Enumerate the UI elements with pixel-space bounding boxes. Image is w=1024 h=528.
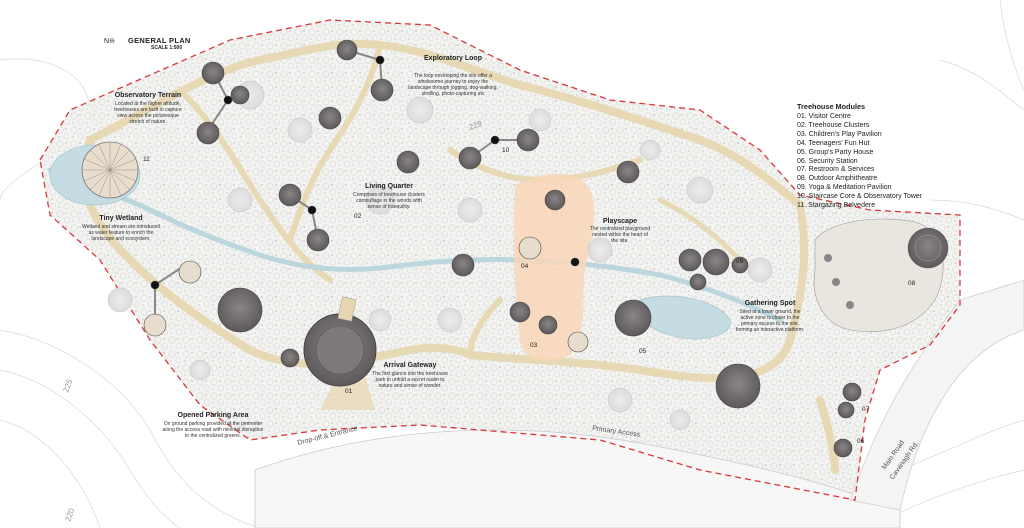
marker-11: 11 [143,156,150,163]
zone-observatory-terrain: Observatory Terrain Located at the highe… [114,92,182,125]
svg-text:as water feature to enrich the: as water feature to enrich the [89,230,154,236]
svg-text:Gathering Spot: Gathering Spot [745,300,796,307]
svg-text:On ground parking provided at: On ground parking provided at the perime… [164,421,263,427]
playscape-modules [451,189,589,353]
treehouse-cluster-top [336,39,394,102]
party-house [614,299,652,337]
plan-scale: SCALE 1:500 [151,45,183,51]
plan-title: GENERAL PLAN [128,36,191,45]
legend-item: 05. Group's Party House [797,148,874,156]
svg-text:the site.: the site. [611,238,629,244]
svg-text:Comprises of treehouse cluster: Comprises of treehouse clusters [353,192,425,198]
svg-text:sense of tranquility.: sense of tranquility. [368,204,411,210]
gathering-modules [715,363,862,458]
legend-item: 07. Restroom & Services [797,166,875,174]
legend-item: 03. Children's Play Pavilion [797,130,882,138]
playscape-area [513,173,595,362]
svg-text:The loop enveloping the site o: The loop enveloping the site offer a [414,73,492,79]
zone-opened-parking-area: Opened Parking Area On ground parking pr… [163,412,264,439]
svg-text:park to unfold a secret realm: park to unfold a secret realm to [376,377,445,383]
tree-canopies [107,80,773,431]
svg-text:Observatory Terrain: Observatory Terrain [115,92,181,99]
contour-label: 225 [61,378,74,394]
treehouse-cluster-mid [278,106,420,252]
marker-04: 04 [521,263,529,270]
zone-living-quarter: Living Quarter Comprises of treehouse cl… [353,183,425,210]
svg-text:camouflage in the woods with: camouflage in the woods with [356,198,422,204]
svg-text:The centralized playground: The centralized playground [590,226,651,232]
zone-playscape: Playscape The centralized playground nes… [590,218,651,244]
treehouse-modules [143,39,862,458]
outdoor-amphitheatre [813,218,949,332]
treehouse-cluster-wetland [143,260,300,368]
marker-07: 07 [862,406,870,413]
svg-text:wholesome journey to enjoy the: wholesome journey to enjoy the [418,79,489,85]
zone-gathering-spot: Gathering Spot Sited at a lower ground, … [736,300,805,333]
svg-text:treehouses are built to captur: treehouses are built to capture [114,107,182,113]
zone-arrival-gateway: Arrival Gateway The first glance into th… [372,362,448,389]
svg-text:Exploratory Loop: Exploratory Loop [424,55,482,62]
visitor-centre [303,296,377,410]
svg-text:Located at the higher altitude: Located at the higher altitude, [115,101,181,107]
legend-item: 11. Stargazing Belvedere [797,202,876,210]
svg-text:Sited at a lower ground, the: Sited at a lower ground, the [739,309,800,315]
north-label: N [104,38,110,45]
legend-item: 08. Outdoor Amphitheatre [797,175,878,183]
site-boundary [39,19,961,501]
primary-access-road [254,429,901,528]
legend: Treehouse Modules 01. Visitor Centre 02.… [797,102,957,211]
legend-item: 10. Staircase Core & Observatory Tower [797,193,923,201]
marker-02: 02 [354,213,362,220]
treehouse-cluster-east [458,128,640,184]
legend-list: 01. Visitor Centre 02. Treehouse Cluster… [797,113,957,211]
svg-text:landscape and ecosystem.: landscape and ecosystem. [91,236,150,242]
marker-05: 05 [639,348,647,355]
svg-text:The first glance into the tree: The first glance into the treehouse [372,371,448,377]
title-block: GENERAL PLAN SCALE 1:500 [128,36,191,51]
svg-text:Opened Parking Area: Opened Parking Area [178,412,249,419]
svg-text:Wetland and stream are introdu: Wetland and stream are introduced [82,224,160,230]
zone-exploratory-loop: Exploratory Loop The loop enveloping the… [408,55,498,97]
legend-item: 09. Yoga & Meditation Pavilion [797,184,892,192]
svg-text:forming an interactive platfor: forming an interactive platform. [736,327,805,333]
legend-item: 01. Visitor Centre [797,113,851,120]
svg-text:Tiny Wetland: Tiny Wetland [99,215,142,222]
contour-label: 220 [63,507,76,523]
svg-text:stretch of nature.: stretch of nature. [129,119,167,125]
marker-06: 06 [857,438,865,445]
yoga-pavilion [678,248,749,291]
svg-text:nature and sense of wonder.: nature and sense of wonder. [378,383,441,389]
module-markers: 01 02 03 04 05 06 07 08 09 10 11 [143,147,916,445]
main-road [849,279,1024,511]
svg-text:Playscape: Playscape [603,218,637,225]
svg-text:to the centralized greens.: to the centralized greens. [185,433,241,439]
marker-09: 09 [736,258,744,265]
svg-text:primary access to the site,: primary access to the site, [741,321,799,327]
svg-text:Arrival Gateway: Arrival Gateway [384,362,437,369]
svg-text:active zone is closer to the: active zone is closer to the [741,315,800,321]
contour-label: 229 [468,119,484,132]
svg-text:view across the picturesque: view across the picturesque [117,113,179,119]
marker-10: 10 [502,147,510,154]
legend-item: 02. Treehouse Clusters [797,121,870,129]
marker-03: 03 [530,342,538,349]
svg-text:landscape through jogging, dog: landscape through jogging, dog-walking, [408,85,498,91]
treehouse-cluster-north [196,61,250,145]
marker-01: 01 [345,388,353,395]
svg-text:Living Quarter: Living Quarter [365,183,413,190]
legend-item: 04. Teenagers' Fun Hut [797,139,870,147]
zone-tiny-wetland: Tiny Wetland Wetland and stream are intr… [82,215,160,242]
north-arrow-icon: N⊖ [104,38,115,45]
stargazing-belvedere [81,141,139,199]
legend-title: Treehouse Modules [797,102,866,111]
svg-text:strolling, photo-capturing etc: strolling, photo-capturing etc [422,91,485,97]
svg-text:along the access road with min: along the access road with minimal disru… [163,427,264,433]
svg-text:nested within the heart of: nested within the heart of [592,232,648,238]
legend-item: 06. Security Station [797,157,858,165]
stream [47,167,783,323]
marker-08: 08 [908,280,916,287]
